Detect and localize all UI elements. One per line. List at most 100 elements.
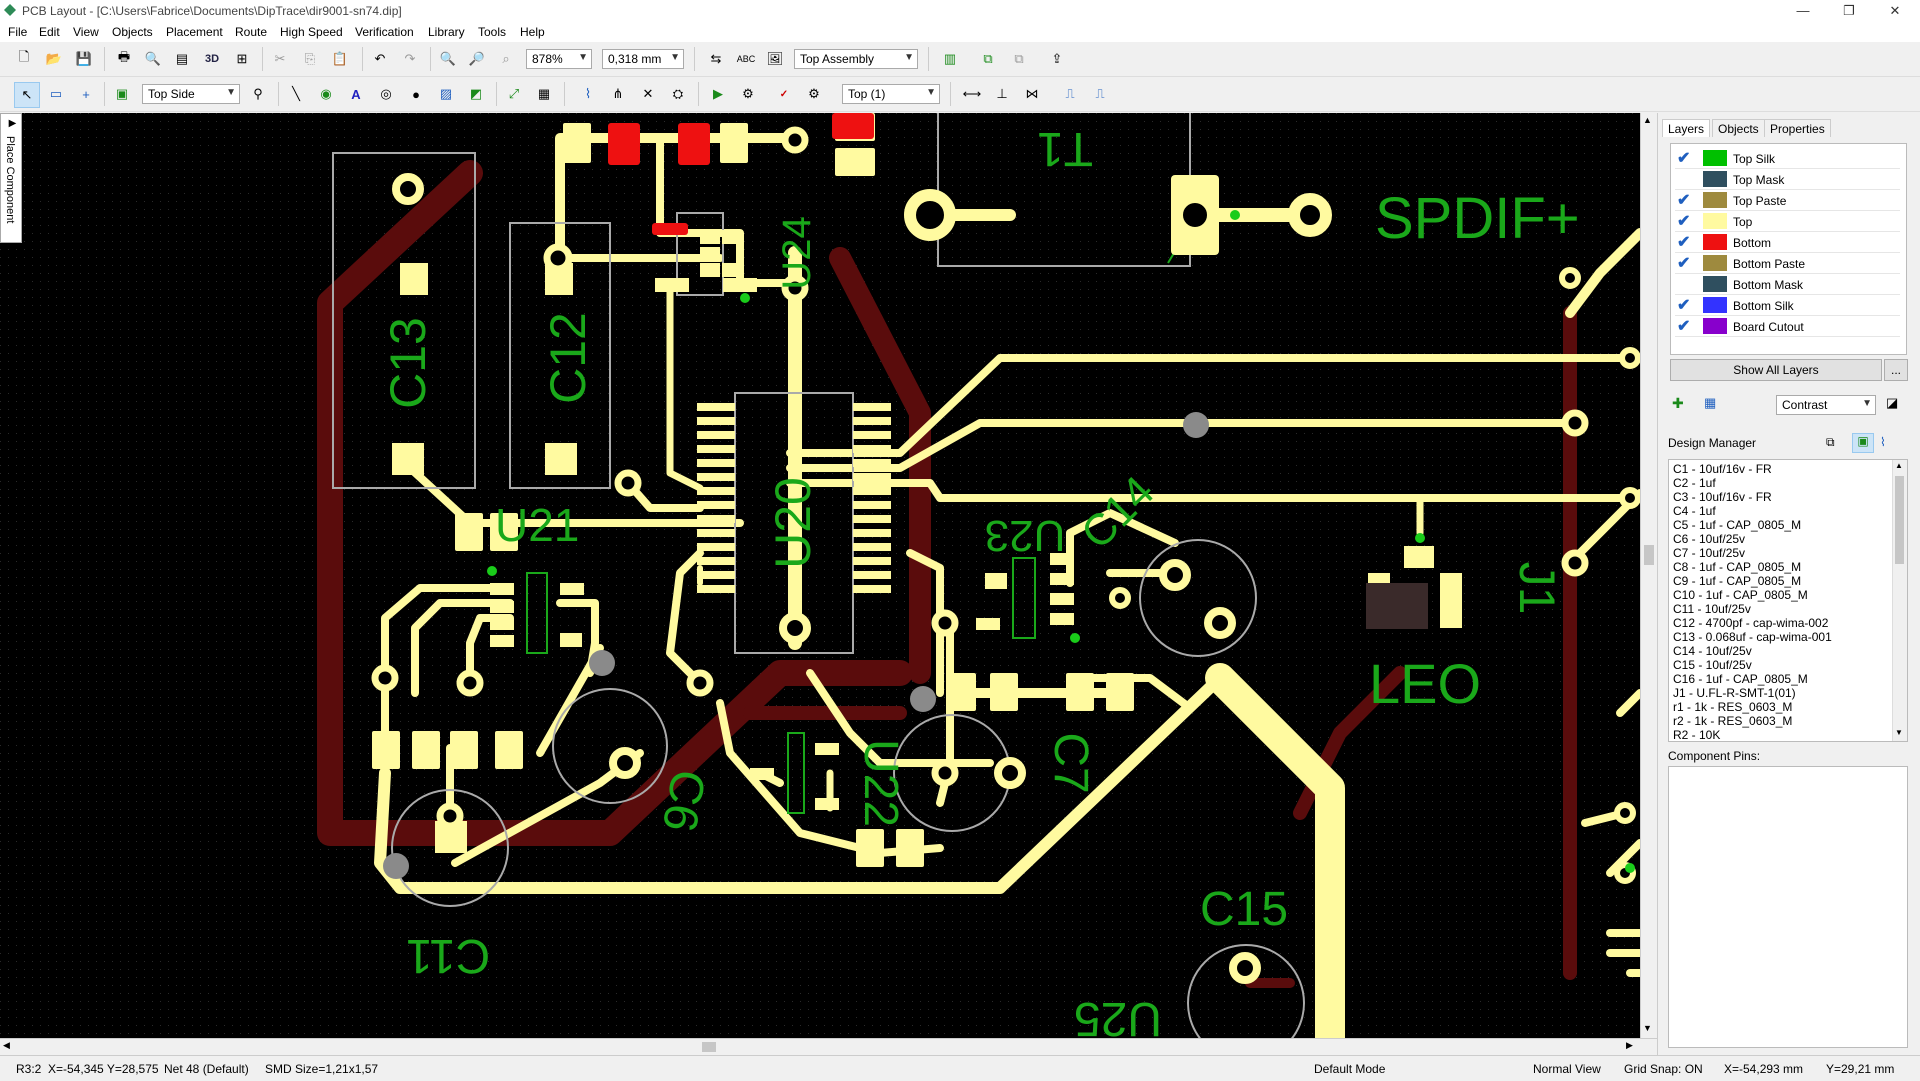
crosshair-icon[interactable]: + [82, 86, 90, 102]
pulse-alt-icon[interactable]: ⎍ [1095, 86, 1105, 101]
layer-color-swatch[interactable] [1703, 255, 1727, 271]
dm-components-icon[interactable]: ▣ [1852, 433, 1874, 453]
layer-visibility-checkbox[interactable]: ✔ [1677, 318, 1691, 335]
show-all-layers-button[interactable]: Show All Layers [1670, 359, 1882, 381]
layer-options-icon[interactable]: ◪ [1886, 395, 1899, 410]
layer-row[interactable]: ✔Top Paste [1675, 190, 1900, 211]
list-item[interactable]: C14 - 10uf/25v [1673, 644, 1752, 658]
3d-view-icon[interactable]: 3D [204, 53, 220, 65]
image-icon[interactable]: 🖼 [766, 51, 784, 66]
layer-setup-icon[interactable]: ▦ [1704, 395, 1717, 410]
menu-objects[interactable]: Objects [112, 25, 153, 39]
scroll-right-icon[interactable]: ▶ [1626, 1040, 1633, 1050]
layer-row[interactable]: ✔Board Cutout [1675, 316, 1900, 337]
run-autorouter-icon[interactable]: ▶ [713, 86, 723, 101]
menu-verification[interactable]: Verification [355, 25, 414, 39]
zoom-fit-icon[interactable]: ⌕ [502, 51, 510, 66]
panelize-icon[interactable]: ⊞ [236, 51, 248, 66]
layer-visibility-checkbox[interactable]: ✔ [1677, 255, 1691, 272]
net-disconnect-icon[interactable]: ⧉ [1014, 51, 1024, 66]
autorouter-settings-icon[interactable]: ⚙ [742, 86, 754, 101]
zoom-combo[interactable]: 878%▼ [526, 49, 592, 69]
hole-icon[interactable]: ● [412, 86, 420, 102]
text-icon[interactable]: A [351, 86, 361, 102]
assembly-view-combo[interactable]: Top Assembly▼ [794, 49, 918, 69]
list-item[interactable]: C2 - 1uf [1673, 476, 1716, 490]
horizontal-scroll-thumb[interactable] [702, 1042, 716, 1052]
menu-route[interactable]: Route [235, 25, 268, 39]
pointer-icon[interactable]: ↖ [14, 82, 40, 108]
signal-icon[interactable]: ⊥ [996, 86, 1008, 101]
layer-color-swatch[interactable] [1703, 276, 1727, 292]
redo-icon[interactable]: ↷ [404, 51, 416, 66]
dm-scroll-thumb[interactable] [1895, 476, 1904, 564]
layer-color-swatch[interactable] [1703, 150, 1727, 166]
list-item[interactable]: r1 - 1k - RES_0603_M [1673, 700, 1793, 714]
restore-button[interactable]: ❐ [1843, 3, 1855, 18]
list-item[interactable]: C15 - 10uf/25v [1673, 658, 1752, 672]
menu-help[interactable]: Help [520, 25, 545, 39]
layer-visibility-checkbox[interactable]: ✔ [1677, 297, 1691, 314]
close-button[interactable]: ✕ [1889, 3, 1901, 18]
layer-visibility-checkbox[interactable] [1677, 169, 1695, 187]
list-item[interactable]: J1 - U.FL-R-SMT-1(01) [1673, 686, 1796, 700]
route-manual-icon[interactable]: ⌇ [584, 86, 592, 101]
component-pins-list[interactable] [1668, 766, 1908, 1048]
via-icon[interactable]: ◉ [320, 86, 332, 101]
crossover-icon[interactable]: ⋈ [1025, 86, 1039, 101]
tab-layers[interactable]: Layers [1662, 119, 1711, 137]
scroll-up-icon[interactable]: ▲ [1895, 461, 1903, 470]
copy-icon[interactable]: ⎘ [304, 51, 316, 66]
align-icon[interactable]: ⇆ [710, 51, 722, 66]
menu-view[interactable]: View [73, 25, 99, 39]
layer-color-swatch[interactable] [1703, 192, 1727, 208]
print-preview-icon[interactable]: 🔍 [144, 51, 162, 66]
horizontal-scrollbar[interactable]: ◀ ▶ [0, 1038, 1657, 1055]
place-component-icon[interactable]: ▭ [49, 86, 63, 101]
length-match-icon[interactable]: ⟷ [962, 86, 982, 101]
line-icon[interactable]: ╲ [292, 86, 300, 101]
board-side-icon[interactable]: ▣ [115, 86, 129, 101]
menu-file[interactable]: File [8, 25, 28, 39]
add-layer-icon[interactable]: ✚ [1672, 395, 1684, 411]
minimize-button[interactable]: — [1796, 3, 1810, 18]
scroll-down-icon[interactable]: ▼ [1643, 1023, 1652, 1033]
dm-scrollbar[interactable]: ▲ ▼ [1892, 460, 1907, 741]
menu-tools[interactable]: Tools [478, 25, 507, 39]
cut-icon[interactable]: ✂ [274, 51, 286, 66]
vertical-scroll-thumb[interactable] [1644, 545, 1654, 565]
net-connect-icon[interactable]: ⧉ [983, 51, 993, 66]
list-item[interactable]: r2 - 1k - RES_0603_M [1673, 714, 1793, 728]
tab-properties[interactable]: Properties [1764, 119, 1831, 137]
layer-color-swatch[interactable] [1703, 171, 1727, 187]
paste-icon[interactable]: 📋 [331, 51, 349, 66]
list-item[interactable]: C10 - 1uf - CAP_0805_M [1673, 588, 1808, 602]
undo-icon[interactable]: ↶ [374, 51, 386, 66]
layer-row[interactable]: Bottom Mask [1675, 274, 1900, 295]
vertical-scrollbar[interactable]: ▲ ▼ [1640, 113, 1657, 1038]
print-icon[interactable]: 🖶 [117, 49, 131, 64]
find-binoculars-icon[interactable]: ⚲ [253, 86, 263, 101]
drc-icon[interactable]: ✓ [779, 88, 789, 100]
place-component-tab[interactable]: ▶ Place Component [0, 113, 22, 243]
list-item[interactable]: C6 - 10uf/25v [1673, 532, 1746, 546]
zoom-out-icon[interactable]: 🔎 [468, 51, 486, 66]
unroute-icon[interactable]: ✕ [642, 86, 654, 101]
list-item[interactable]: C4 - 1uf [1673, 504, 1716, 518]
new-file-icon[interactable]: 🗋 [18, 49, 30, 64]
layer-row[interactable]: ✔Bottom [1675, 232, 1900, 253]
layer-visibility-checkbox[interactable]: ✔ [1677, 213, 1691, 230]
menu-edit[interactable]: Edit [39, 25, 60, 39]
pulse-icon[interactable]: ⎍ [1065, 86, 1075, 101]
text-abc-icon[interactable]: ABC [736, 54, 756, 64]
layer-row[interactable]: ✔Bottom Paste [1675, 253, 1900, 274]
layer-color-swatch[interactable] [1703, 297, 1727, 313]
list-item[interactable]: C5 - 1uf - CAP_0805_M [1673, 518, 1802, 532]
save-icon[interactable]: 💾 [75, 51, 93, 66]
bus-icon[interactable]: ▥ [943, 51, 957, 66]
side-combo[interactable]: Top Side▼ [142, 84, 240, 104]
tab-objects[interactable]: Objects [1712, 119, 1765, 137]
grid-size-combo[interactable]: 0,318 mm▼ [602, 49, 684, 69]
list-item[interactable]: C11 - 10uf/25v [1673, 602, 1751, 616]
